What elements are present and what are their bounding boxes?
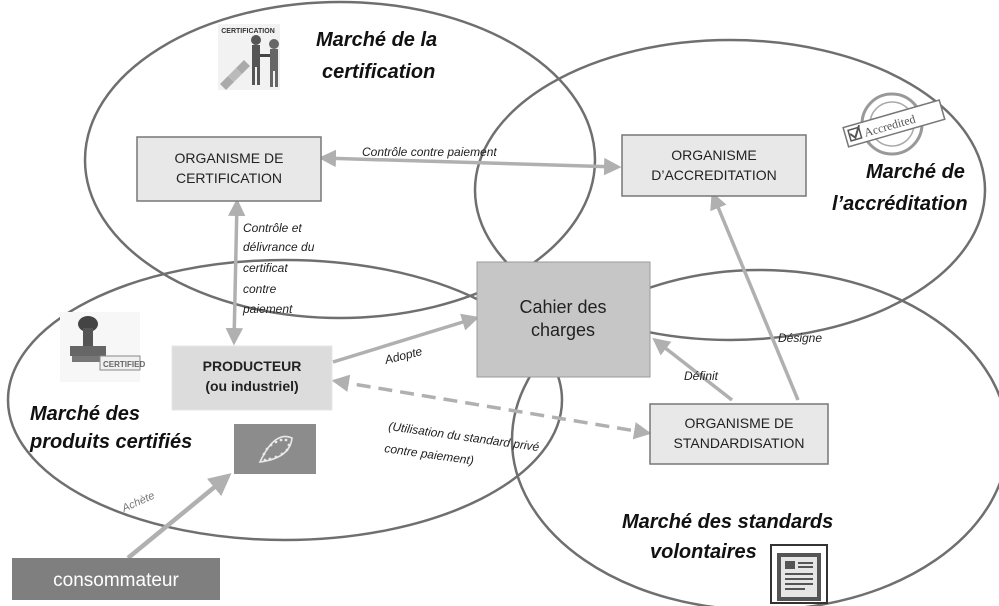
arrow-definit	[652, 337, 734, 402]
arrow-controle-delivrance	[225, 198, 246, 346]
ellipse-standards-market	[510, 268, 999, 606]
title-market-standards-1: Marché des standards	[622, 511, 833, 533]
label-organisme-standardisation-1: ORGANISME DE	[685, 415, 794, 431]
label-producteur-2: (ou industriel)	[205, 378, 298, 394]
certified-stamp-icon: CERTIFIED	[60, 312, 145, 382]
label-organisme-standardisation-2: STANDARDISATION	[674, 435, 805, 451]
edge-label-adopte: Adopte	[382, 344, 424, 367]
box-organisme-standardisation	[649, 403, 829, 465]
label-organisme-certification-2: CERTIFICATION	[176, 170, 282, 186]
label-producteur-1: PRODUCTEUR	[203, 358, 302, 374]
edge-label-designe: Désigne	[778, 331, 822, 345]
arrow-controle-paiement	[318, 149, 622, 176]
arrow-adopte	[332, 313, 480, 364]
box-organisme-accreditation	[621, 134, 807, 197]
label-consommateur: consommateur	[53, 570, 179, 591]
handshake-certification-icon: CERTIFICATION	[218, 24, 280, 90]
box-cahier-des-charges	[476, 261, 651, 378]
arrow-designe	[710, 191, 800, 401]
edge-label-controle-delivrance-2: délivrance du	[243, 240, 315, 254]
title-market-produits-2: produits certifiés	[29, 431, 192, 453]
edge-label-controle-paiement: Contrôle contre paiement	[362, 145, 497, 159]
label-cahier-1: Cahier des	[519, 297, 606, 317]
arrow-achete	[126, 473, 232, 560]
title-market-standards-2: volontaires	[650, 541, 757, 563]
document-icon	[770, 544, 828, 604]
label-organisme-certification-1: ORGANISME DE	[175, 150, 284, 166]
label-organisme-accreditation-1: ORGANISME	[671, 147, 757, 163]
edge-label-controle-delivrance-1: Contrôle et	[243, 221, 302, 235]
edge-label-controle-delivrance-4: contre	[243, 282, 277, 296]
box-producteur	[171, 345, 333, 411]
arrow-utilisation	[331, 374, 652, 440]
accredited-stamp-icon: Accredited	[842, 92, 946, 156]
certification-icon-caption: CERTIFICATION	[221, 28, 275, 35]
ellipse-accreditation-market	[473, 38, 987, 342]
box-organisme-certification	[136, 136, 322, 202]
title-market-produits-1: Marché des	[30, 403, 140, 425]
edge-label-controle-delivrance-5: paiement	[242, 302, 293, 316]
edge-label-utilisation-2: contre paiement)	[384, 441, 475, 467]
title-market-accreditation-2: l’accréditation	[832, 193, 968, 215]
label-organisme-accreditation-2: D’ACCREDITATION	[651, 167, 776, 183]
box-consommateur	[12, 558, 220, 600]
title-market-certification-2: certification	[322, 61, 435, 83]
label-cahier-2: charges	[531, 320, 595, 340]
title-market-certification-1: Marché de la	[316, 29, 437, 51]
edge-label-controle-delivrance-3: certificat	[243, 261, 288, 275]
edge-label-achete: Achète	[119, 490, 156, 515]
certified-icon-caption: CERTIFIED	[103, 360, 145, 369]
eu-organic-leaf-icon	[234, 424, 316, 474]
arrows	[126, 149, 800, 560]
edge-label-definit: Définit	[684, 369, 719, 383]
title-market-accreditation-1: Marché de	[866, 161, 965, 183]
